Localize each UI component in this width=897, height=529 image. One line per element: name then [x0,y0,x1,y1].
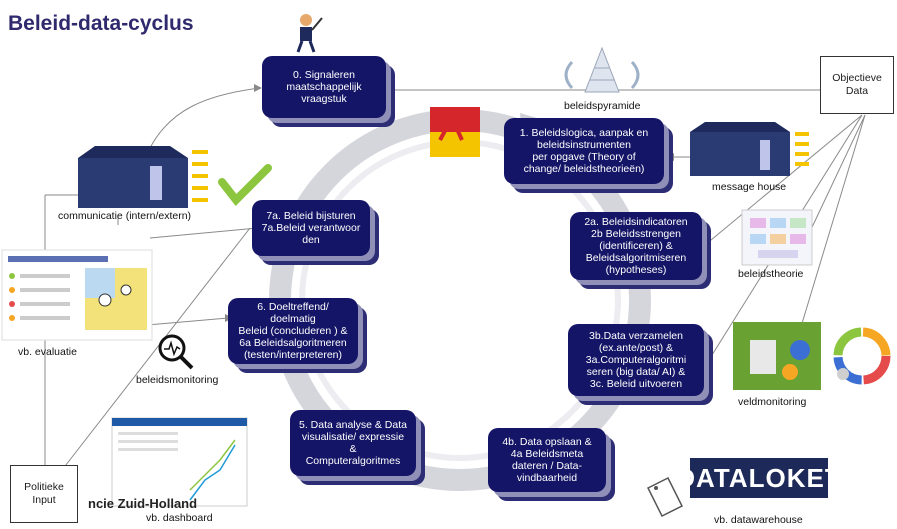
step-3-box: 3b.Data verzamelen (ex.ante/post) & 3a.C… [568,324,704,396]
pyramid-icon [564,46,640,93]
step-6-box: 6. Doeltreffend/ doelmatig Beleid (concl… [228,298,358,364]
step-4-box: 4b. Data opslaan & 4a Beleidsmeta datere… [488,428,606,492]
magnifier-icon [158,334,194,370]
evaluatie-image [1,249,153,341]
objectieve-data-box: Objectieve Data [820,56,894,114]
page-title: Beleid-data-cyclus [8,12,194,35]
beleidspyramide-label: beleidspyramide [564,100,641,112]
message-house-label: message house [712,181,787,193]
dataloket-logo: DATALOKET [676,458,841,498]
veldmonitoring-image [733,322,821,390]
step-2-box: 2a. Beleidsindicatoren 2b Beleidsstrenge… [570,212,702,280]
checkmark-icon [218,164,272,207]
tag-icon [646,476,684,518]
step-7-box: 7a. Beleid bijsturen 7a.Beleid verantwoo… [252,200,370,256]
step-0-box: 0. Signaleren maatschappelijk vraagstuk [262,56,386,118]
veldmonitoring-label: veldmonitoring [738,396,807,408]
dashboard-image [111,417,248,507]
politieke-input-box: Politieke Input [10,465,78,523]
province-name-fragment: ncie Zuid-Holland [88,496,198,511]
beleidsmonitoring-label: beleidsmonitoring [136,374,219,386]
evaluatie-label: vb. evaluatie [18,346,77,358]
cycle-arrows-icon [833,327,891,385]
province-logo [430,107,480,157]
dashboard-label: vb. dashboard [146,512,213,524]
beleidstheorie-icon [741,209,813,266]
person-icon [296,14,323,53]
message-house-icon [690,122,809,176]
beleidstheorie-label: beleidstheorie [738,268,804,280]
datawarehouse-label: vb. datawarehouse [714,514,803,526]
step-5-box: 5. Data analyse & Data visualisatie/ exp… [290,410,416,476]
communicatie-house-icon [78,146,208,208]
step-1-box: 1. Beleidslogica, aanpak en beleidsinstr… [504,118,664,184]
communicatie-label: communicatie (intern/extern) [58,210,192,222]
